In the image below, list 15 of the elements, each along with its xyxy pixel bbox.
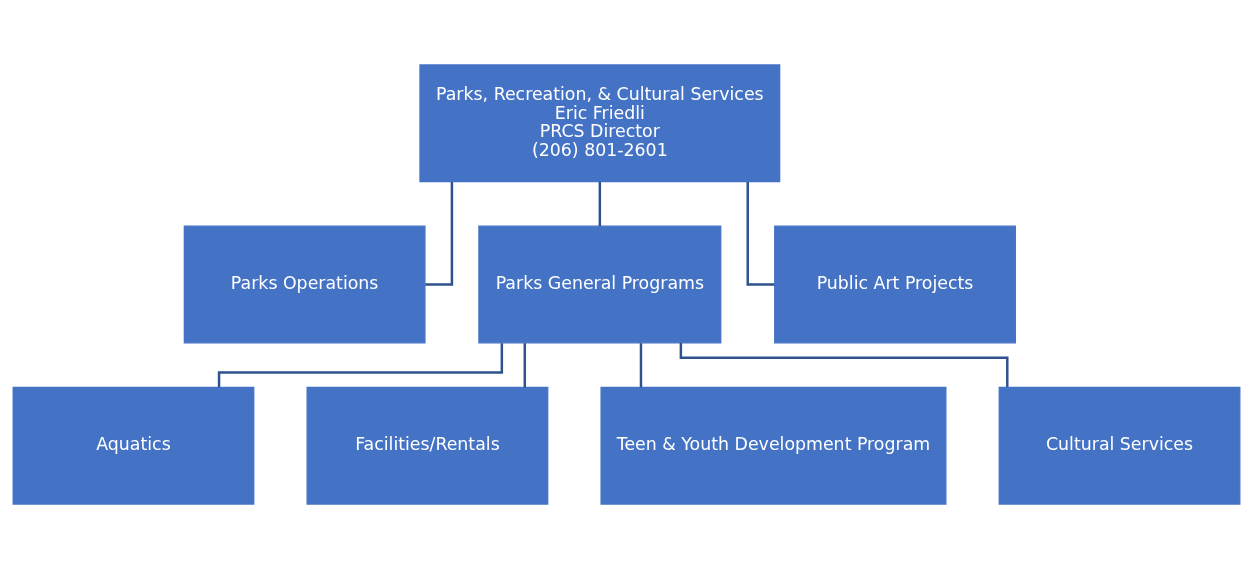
connector <box>639 342 643 387</box>
node-box: Facilities/Rentals <box>306 386 549 505</box>
node-box: Parks General Programs <box>478 225 722 343</box>
connector <box>679 342 1009 387</box>
connector <box>217 342 504 387</box>
connector <box>523 342 527 387</box>
node-box: Public Art Projects <box>774 225 1016 343</box>
node-box: Cultural Services <box>998 386 1241 505</box>
node-box: Teen & Youth Development Program <box>600 386 947 505</box>
node-box: Parks Operations <box>183 225 426 343</box>
node-box: Aquatics <box>12 386 255 505</box>
connector <box>746 181 775 286</box>
connector <box>598 181 602 226</box>
node-box: Parks, Recreation, & Cultural Services Eric Friedli PRCS Director (206) 801-2601 <box>419 63 781 182</box>
connector <box>425 181 454 286</box>
